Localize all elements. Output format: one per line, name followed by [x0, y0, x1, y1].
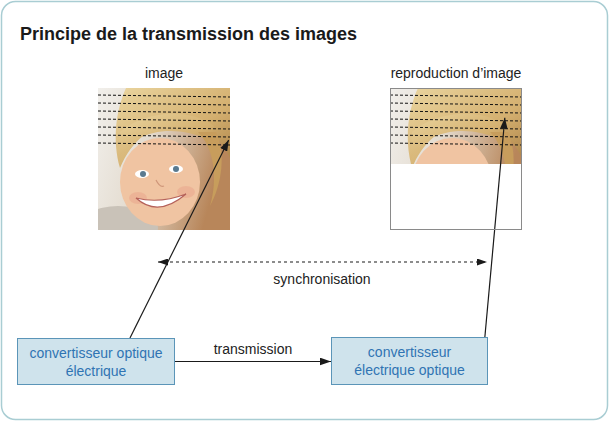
label-holder: synchronisation [273, 270, 370, 288]
image-panel: reproduction d’image [390, 64, 522, 230]
connector-arrow [175, 361, 331, 362]
image-heading: image [48, 64, 280, 82]
sync-label: synchronisation [273, 271, 370, 287]
edge-label: transmission [214, 341, 293, 357]
image-heading: reproduction d’image [340, 64, 572, 82]
reproduced-photo [370, 88, 522, 250]
photo-frame [98, 88, 230, 230]
photo-frame [390, 88, 522, 230]
box-text: convertisseur électrique optique [336, 343, 483, 379]
edge-label-holder: transmission [214, 340, 293, 358]
sync-arrow [158, 261, 487, 262]
diagram-title: Principe de la transmission des images [20, 24, 357, 44]
image-panel: image [98, 64, 230, 230]
connector-arrow [130, 140, 229, 338]
converter-box: convertisseur électrique optique [331, 337, 488, 385]
title-holder: Principe de la transmission des images [20, 24, 357, 45]
converter-box: convertisseur optique électrique [17, 338, 175, 385]
box-text: convertisseur optique électrique [22, 344, 170, 380]
connector-arrow [485, 118, 505, 337]
source-photo [98, 88, 230, 230]
